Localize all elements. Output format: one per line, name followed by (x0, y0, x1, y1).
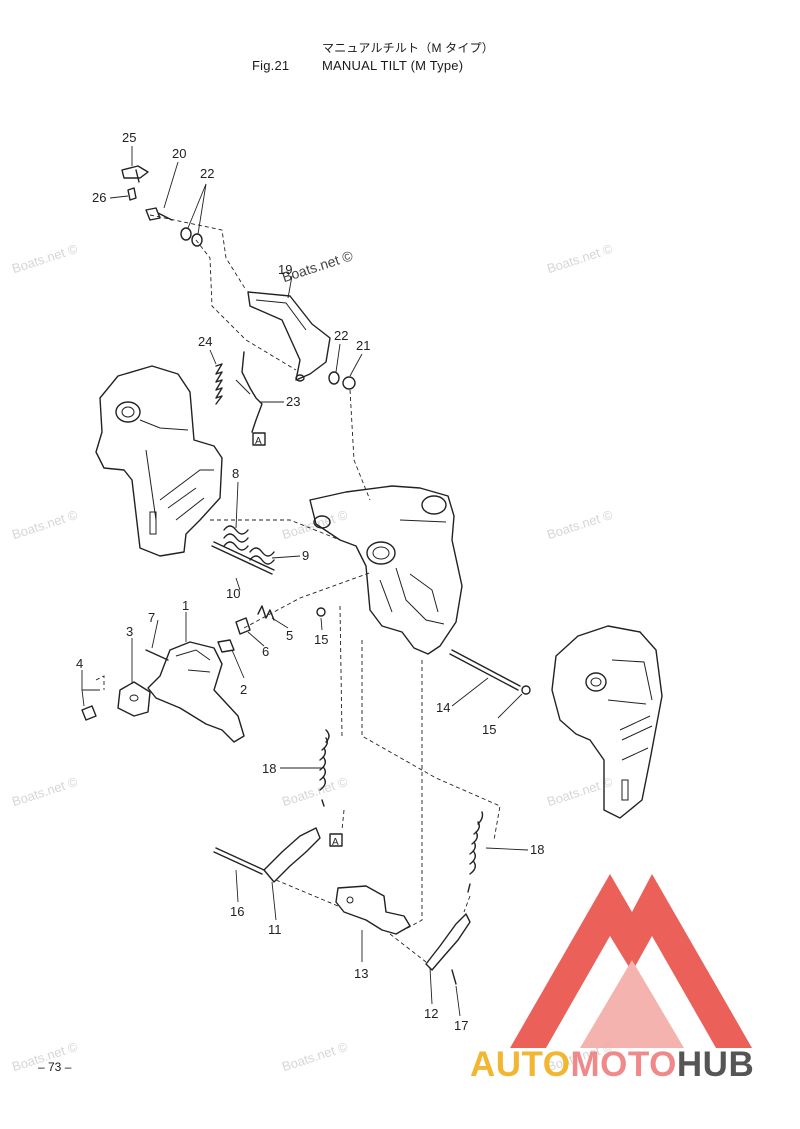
callout-a-bottom: A (332, 837, 339, 848)
ref-box-a-top (252, 432, 266, 446)
swivel-bracket-center (309, 485, 463, 655)
callout-4: 4 (76, 656, 83, 671)
callout-17: 17 (454, 1018, 468, 1033)
callout-15-right: 15 (482, 722, 496, 737)
callout-7: 7 (148, 610, 155, 625)
part-13-link-plate (335, 885, 411, 935)
japanese-title: マニュアルチルト（M タイプ） (322, 41, 494, 55)
part-26-pin (127, 187, 137, 201)
figure-number: Fig.21 (252, 58, 290, 73)
callout-23: 23 (286, 394, 300, 409)
guide-line (349, 389, 371, 501)
ref-box-a-bottom (329, 833, 343, 847)
callout-14: 14 (436, 700, 450, 715)
part-25-lever-knob (121, 165, 149, 183)
guide-line (361, 640, 501, 841)
guide-line (243, 571, 373, 629)
part-18-spring-right (467, 811, 484, 893)
part-3-plate (117, 681, 151, 717)
guide-line (210, 519, 341, 541)
callout-20: 20 (172, 146, 186, 161)
callout-3: 3 (126, 624, 133, 639)
callout-26: 26 (92, 190, 106, 205)
clamp-bracket-right (551, 625, 663, 819)
part-6-plunger (235, 617, 251, 635)
callout-9: 9 (302, 548, 309, 563)
callout-18-right: 18 (530, 842, 544, 857)
part-16-pin (213, 847, 265, 875)
part-21-nut (342, 376, 356, 390)
page-number: – 73 – (38, 1060, 72, 1074)
figure-title: MANUAL TILT (M Type) (322, 58, 464, 73)
part-4-screw (81, 705, 97, 721)
callout-22-right: 22 (334, 328, 348, 343)
part-22-washers (180, 227, 203, 247)
leader-lines (81, 146, 529, 1017)
callout-19: 19 (278, 262, 292, 277)
clamp-bracket-left (95, 365, 223, 557)
callout-11: 11 (268, 922, 282, 937)
callout-6: 6 (262, 644, 269, 659)
callout-12: 12 (424, 1006, 438, 1021)
part-17-pin (451, 969, 457, 985)
callout-1: 1 (182, 598, 189, 613)
part-8-spring (223, 525, 249, 551)
brand-logo-text: AUTOMOTOHUB (470, 1045, 755, 1084)
guide-line (95, 675, 105, 690)
part-9-spring (249, 547, 275, 565)
callout-16: 16 (230, 904, 244, 919)
part-20-bolt (145, 207, 173, 221)
part-12-lever (425, 913, 471, 971)
callout-22: 22 (200, 166, 214, 181)
part-23-link-rod (235, 351, 263, 433)
part-14-pin (449, 649, 521, 691)
callout-labels: 25 20 22 26 19 22 21 24 23 A 8 9 10 7 1 … (76, 130, 544, 1033)
part-10-pin (211, 541, 275, 575)
part-15-nut-left (316, 607, 326, 617)
guide-line (403, 660, 423, 931)
callout-13: 13 (354, 966, 368, 981)
part-7-pin (145, 649, 169, 661)
callout-25: 25 (122, 130, 136, 145)
part-11-lever (263, 827, 321, 883)
part-15-nut-right (521, 685, 531, 695)
callout-18-left: 18 (262, 761, 276, 776)
callout-15-left: 15 (314, 632, 328, 647)
part-24-spring (215, 363, 223, 405)
guide-line (275, 879, 427, 963)
callout-24: 24 (198, 334, 212, 349)
callout-10: 10 (226, 586, 240, 601)
callout-a-top: A (255, 436, 262, 447)
callout-21: 21 (356, 338, 370, 353)
callout-2: 2 (240, 682, 247, 697)
callout-5: 5 (286, 628, 293, 643)
guide-line (463, 895, 471, 913)
part-22-washer-right (328, 371, 340, 385)
part-18-spring-left (319, 729, 330, 807)
guide-line (195, 239, 297, 371)
part-2-cushion (217, 639, 235, 653)
part-1-tilt-lever (147, 641, 245, 743)
guide-line (149, 214, 247, 291)
callout-8: 8 (232, 466, 239, 481)
guide-line (339, 605, 345, 831)
automotohub-logo-icon (510, 874, 752, 1048)
part-19-bracket-plate (247, 291, 331, 382)
